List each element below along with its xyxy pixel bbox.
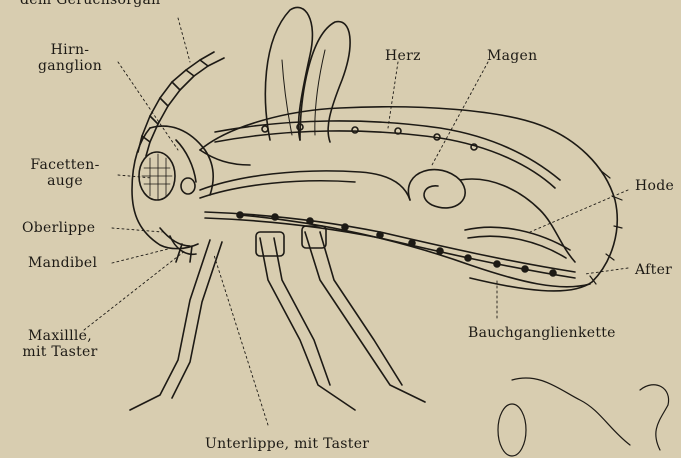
label-facettenauge: Facetten- auge xyxy=(25,157,105,189)
label-unterlippe: Unterlippe, mit Taster xyxy=(205,436,369,452)
leader-oberlippe xyxy=(112,228,162,232)
scalloped-rim xyxy=(590,170,622,284)
mouthparts xyxy=(160,228,196,262)
label-after: After xyxy=(635,262,672,278)
leader-lines xyxy=(84,18,628,425)
partial-figure xyxy=(498,378,669,456)
label-oberlippe: Oberlippe xyxy=(22,220,95,236)
label-herz: Herz xyxy=(385,48,421,64)
antenna xyxy=(138,52,224,156)
belly-outline xyxy=(240,215,590,287)
leader-herz xyxy=(388,62,398,128)
leader-mandibel xyxy=(112,248,172,263)
leader-unterlippe xyxy=(214,255,268,425)
label-mandibel: Mandibel xyxy=(28,255,97,271)
leader-after xyxy=(585,268,628,274)
leader-facettenauge xyxy=(118,175,152,178)
leader-magen xyxy=(432,62,488,165)
label-hode: Hode xyxy=(635,178,674,194)
ventral-nerve-cord xyxy=(205,212,575,278)
leader-geruchsorgan xyxy=(178,18,190,62)
label-bauchganglienkette: Bauchganglienkette xyxy=(468,325,616,341)
leader-maxille xyxy=(84,250,186,330)
legs xyxy=(130,226,425,410)
label-magen: Magen xyxy=(487,48,537,64)
stomach xyxy=(408,170,465,208)
label-maxille: Maxillle, mit Taster xyxy=(10,328,110,360)
label-geruchsorgan: dem Geruchsorgan xyxy=(20,0,160,8)
label-hirnganglion: Hirn- ganglion xyxy=(35,42,105,74)
head xyxy=(132,126,213,249)
brain-ganglion xyxy=(176,140,196,182)
ocellus xyxy=(181,178,195,194)
